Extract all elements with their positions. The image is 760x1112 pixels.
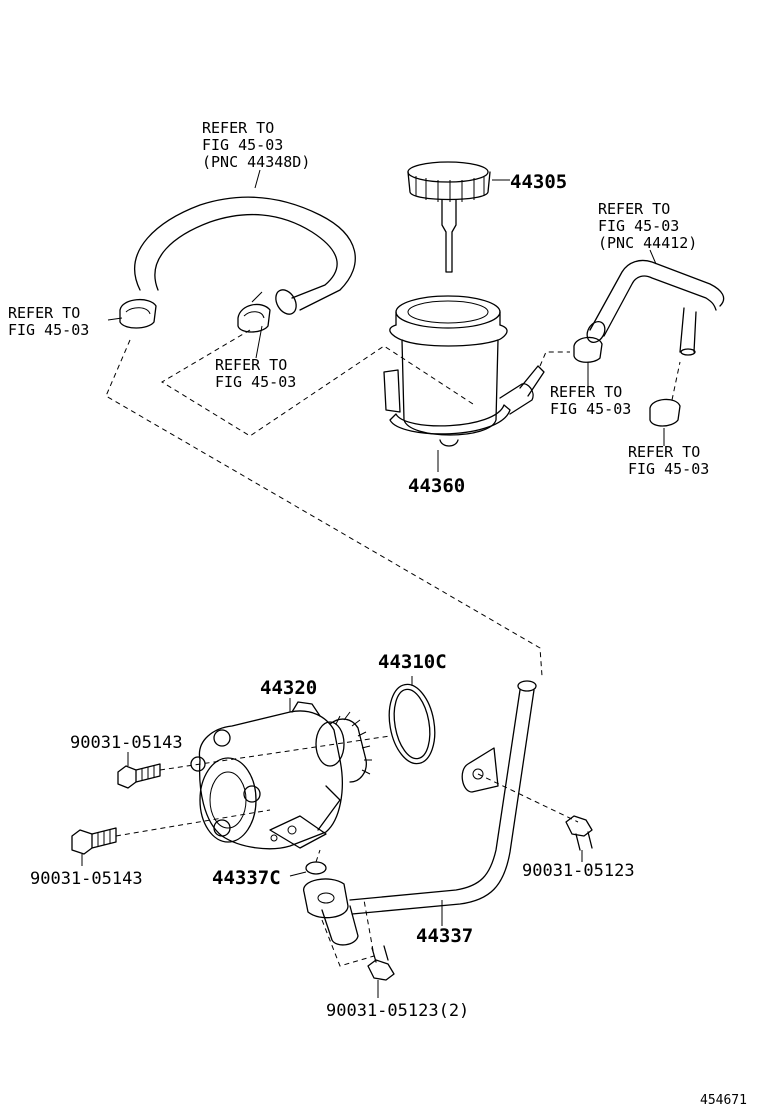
callout-ref-hose-top-line3: (PNC 44348D) bbox=[202, 153, 310, 171]
callout-ref-clamp-right2-line1: REFER TO bbox=[628, 443, 700, 461]
part-number-pump: 44320 bbox=[260, 677, 317, 699]
part-number-bolt-pipe: 90031-05123 bbox=[522, 861, 635, 881]
bolt-lower-axis bbox=[115, 809, 271, 837]
bolt-upper-axis bbox=[159, 735, 391, 771]
pipe-bolt-axis bbox=[477, 773, 579, 823]
callout-ref-clamp-left-line1: REFER TO bbox=[8, 304, 80, 322]
bolt-pipe bbox=[565, 815, 593, 862]
reservoir-cap bbox=[407, 161, 491, 273]
callout-ref-hose-right-line2: FIG 45-03 bbox=[598, 217, 679, 235]
supply-hose-right bbox=[586, 259, 725, 356]
bolt-lower bbox=[71, 827, 117, 866]
route-line-right-low bbox=[671, 361, 681, 401]
route-line-right bbox=[539, 351, 570, 367]
callout-ref-clamp-right1-line1: REFER TO bbox=[550, 383, 622, 401]
o-ring bbox=[388, 676, 436, 765]
callout-ref-clamp-right1-line2: FIG 45-03 bbox=[550, 400, 631, 418]
callout-ref-clamp-left-line2: FIG 45-03 bbox=[8, 321, 89, 339]
hose-clamp-mid bbox=[237, 291, 271, 333]
callout-ref-hose-top-line1: REFER TO bbox=[202, 119, 274, 137]
hose-clamp-left bbox=[119, 299, 157, 329]
part-number-bolt-flange: 90031-05123(2) bbox=[326, 1001, 469, 1021]
callout-ref-hose-top-line2: FIG 45-03 bbox=[202, 136, 283, 154]
leader-lines-upper bbox=[107, 169, 665, 472]
callout-ref-clamp-right2-line2: FIG 45-03 bbox=[628, 460, 709, 478]
callout-ref-hose-right-line3: (PNC 44412) bbox=[598, 234, 697, 252]
part-number-cap: 44305 bbox=[510, 171, 567, 193]
bolt-upper bbox=[117, 752, 161, 789]
return-hose-left bbox=[134, 196, 356, 315]
part-number-bolt-lower: 90031-05143 bbox=[30, 869, 143, 889]
illustration-id: 454671 bbox=[700, 1093, 747, 1108]
part-number-bolt-upper: 90031-05143 bbox=[70, 733, 183, 753]
part-number-gasket: 44337C bbox=[212, 867, 281, 889]
part-number-reservoir: 44360 bbox=[408, 475, 465, 497]
gasket bbox=[289, 861, 327, 877]
part-number-oring: 44310C bbox=[378, 651, 447, 673]
pressure-pipe bbox=[303, 680, 537, 946]
reservoir-tank bbox=[383, 295, 545, 447]
callout-ref-hose-right-line1: REFER TO bbox=[598, 200, 670, 218]
callout-ref-clamp-mid-line2: FIG 45-03 bbox=[215, 373, 296, 391]
power-steering-pump bbox=[190, 701, 372, 850]
part-number-pipe: 44337 bbox=[416, 925, 473, 947]
bolt-flange bbox=[367, 945, 395, 998]
flange-axis bbox=[321, 899, 375, 967]
hose-clamp-right-lower bbox=[649, 398, 681, 427]
callout-ref-clamp-mid-line1: REFER TO bbox=[215, 356, 287, 374]
route-line-left bbox=[105, 339, 543, 677]
hose-clamp-right-upper bbox=[573, 336, 603, 363]
gasket-axis bbox=[315, 849, 321, 863]
